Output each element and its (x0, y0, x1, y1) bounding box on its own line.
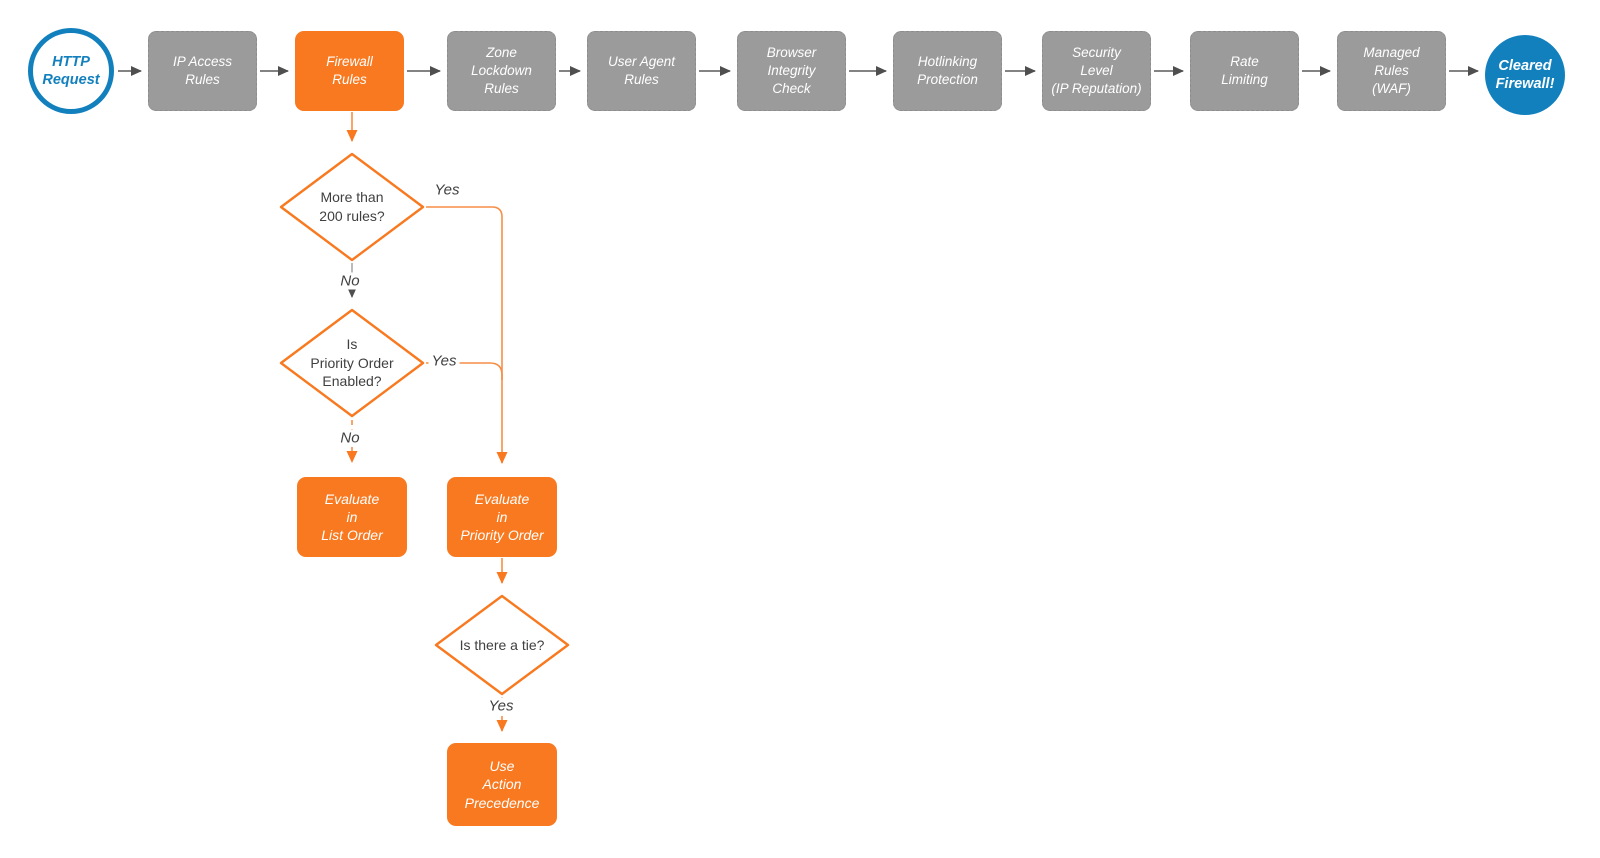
stage-hotlinking-protection: Hotlinking Protection (893, 31, 1002, 111)
stage-ip-access-rules: IP Access Rules (148, 31, 257, 111)
stage-label: Rate Limiting (1221, 54, 1268, 87)
stage-security-level: Security Level (IP Reputation) (1042, 31, 1151, 111)
decision-question: Is there a tie? (459, 636, 545, 653)
stage-label: IP Access Rules (172, 54, 233, 87)
stage-label: Security Level (IP Reputation) (1051, 45, 1142, 96)
diamond-shape (434, 594, 570, 696)
decision-question: More than 200 rules? (319, 189, 385, 224)
stage-user-agent-rules: User Agent Rules (587, 31, 696, 111)
stage-label: User Agent Rules (607, 54, 676, 87)
decision-is-there-a-tie: Is there a tie? (434, 594, 570, 696)
diamond-shape (279, 308, 425, 418)
start-node-label: HTTP Request (42, 53, 100, 88)
start-node-http-request: HTTP Request (28, 28, 114, 114)
end-node-label: Cleared Firewall! (1495, 57, 1555, 92)
edge-label-d2-yes: Yes (428, 352, 460, 370)
stage-rate-limiting: Rate Limiting (1190, 31, 1299, 111)
edge-label-d1-yes: Yes (434, 181, 460, 199)
edge-label-d1-no: No (337, 272, 363, 290)
stage-label: Browser Integrity Check (766, 45, 817, 96)
box-label: Evaluate in List Order (321, 490, 383, 544)
stage-label: Managed Rules (WAF) (1363, 45, 1420, 96)
box-label: Use Action Precedence (464, 758, 540, 811)
decision-more-than-200-rules: More than 200 rules? (279, 152, 425, 262)
decision-priority-order-enabled: Is Priority Order Enabled? (279, 308, 425, 418)
stage-label: Firewall Rules (326, 54, 373, 87)
stage-firewall-rules: Firewall Rules (295, 31, 404, 111)
stage-managed-rules-waf: Managed Rules (WAF) (1337, 31, 1446, 111)
diamond-shape (279, 152, 425, 262)
end-node-cleared-firewall: Cleared Firewall! (1485, 35, 1565, 115)
box-evaluate-in-list-order: Evaluate in List Order (297, 477, 407, 557)
stage-zone-lockdown-rules: Zone Lockdown Rules (447, 31, 556, 111)
edge-label-d3-yes: Yes (485, 697, 517, 715)
edge-d1-yes (426, 206, 508, 464)
stage-label: Hotlinking Protection (917, 54, 978, 87)
decision-question: Is Priority Order Enabled? (310, 335, 394, 390)
box-evaluate-in-priority-order: Evaluate in Priority Order (447, 477, 557, 557)
stage-label: Zone Lockdown Rules (471, 45, 532, 96)
box-label: Evaluate in Priority Order (460, 490, 544, 544)
box-use-action-precedence: Use Action Precedence (447, 743, 557, 826)
edge-d2-yes (426, 362, 503, 380)
stage-browser-integrity-check: Browser Integrity Check (737, 31, 846, 111)
edge-label-d2-no: No (337, 429, 363, 447)
